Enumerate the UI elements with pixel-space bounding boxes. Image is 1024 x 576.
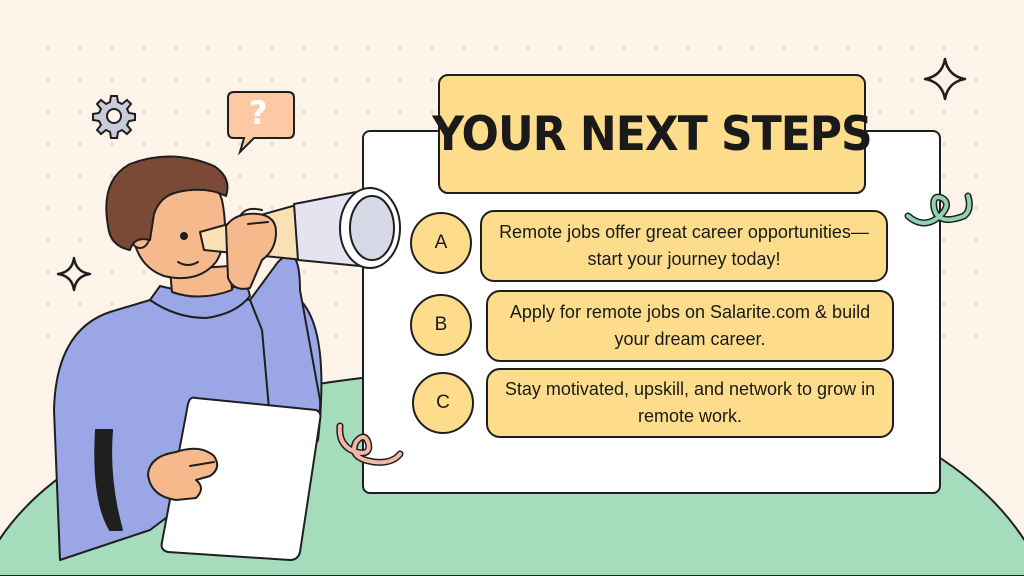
swirl-pink-icon — [336, 422, 404, 466]
step-c-badge: C — [412, 372, 474, 434]
swirl-green-icon — [904, 192, 973, 227]
page-title: YOUR NEXT STEPS — [432, 106, 872, 162]
step-b-badge: B — [410, 294, 472, 356]
gear-icon — [92, 95, 136, 139]
sparkle-small-icon — [56, 256, 92, 292]
step-a-text: Remote jobs offer great career opportuni… — [480, 210, 888, 282]
sparkle-icon — [923, 57, 967, 101]
question-bubble-icon — [227, 91, 295, 156]
title-banner: YOUR NEXT STEPS — [432, 74, 873, 194]
step-c-text: Stay motivated, upskill, and network to … — [486, 368, 894, 438]
step-a-badge: A — [410, 212, 472, 274]
question-mark: ? — [249, 94, 268, 132]
step-b-text: Apply for remote jobs on Salarite.com & … — [486, 290, 894, 362]
